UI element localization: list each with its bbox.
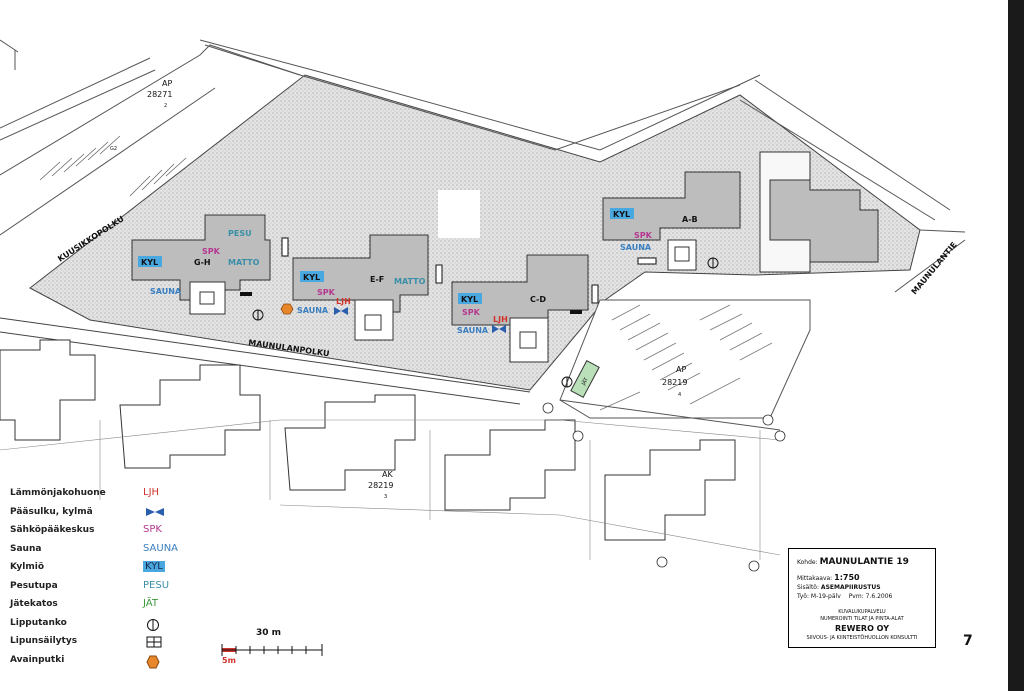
legend-row-flagstore: Lipunsäilytys: [10, 636, 210, 655]
plot-g2: G2: [110, 146, 117, 152]
legend-row-jat: Jätekatos JÄT: [10, 598, 158, 609]
ef-name: E-F: [370, 275, 384, 284]
ab-name: A-B: [682, 215, 698, 224]
valve-icon: [334, 307, 341, 315]
ab-kyl: KYL: [613, 210, 630, 219]
ef-matto: MATTO: [394, 277, 426, 286]
cd-kyl: KYL: [461, 295, 478, 304]
waste-shelter: [570, 360, 600, 398]
north-roads: [0, 39, 966, 293]
south-boundaries: [0, 419, 781, 560]
east-parking-stripes: [599, 304, 773, 411]
legend-row-pesu: Pesutupa PESU: [10, 579, 170, 591]
legend-row-flagpole: Lipputanko: [10, 618, 210, 637]
valve-icon: [146, 507, 164, 520]
page-number: 7: [963, 633, 973, 649]
gh-sauna: SAUNA: [150, 287, 182, 296]
plot-ak-south-number: 28219: [368, 481, 393, 490]
building-east: [759, 151, 879, 273]
keytube-icon: [146, 655, 160, 672]
scale-ticks: [221, 644, 323, 656]
plot-ap-east-sub: 4: [678, 392, 681, 398]
plot-ap-east-zone: AP: [676, 365, 686, 374]
plot-ap-north-zone: AP: [162, 79, 172, 88]
east-parking-lot: [559, 299, 811, 419]
map-scale: 1:750: [834, 573, 860, 582]
scale-red-label: 5m: [222, 656, 236, 665]
survey-markers: [542, 402, 786, 572]
plot-ak-south-zone: AK: [382, 470, 393, 479]
gh-matto: MATTO: [228, 258, 260, 267]
ef-ljh: LJH: [336, 297, 351, 306]
maunulanpolku-path: [0, 317, 531, 405]
jat-label: JÄT: [580, 376, 591, 388]
gh-spk: SPK: [202, 247, 221, 256]
legend-row-spk: Sähköpääkeskus SPK: [10, 524, 162, 535]
building-cd: [451, 254, 589, 363]
cd-name: C-D: [530, 295, 546, 304]
plot-ap-east-number: 28219: [662, 378, 687, 387]
gh-name: G-H: [194, 258, 211, 267]
gh-pesu: PESU: [228, 229, 252, 238]
ab-sauna: SAUNA: [620, 243, 652, 252]
legend-row-kyl: Kylmiö KYL: [10, 561, 165, 572]
ef-kyl: KYL: [303, 273, 320, 282]
cd-ljh: LJH: [493, 315, 508, 324]
page-frame-edge: [1008, 0, 1024, 691]
building-ef: [292, 234, 429, 341]
north-parking: [39, 135, 187, 197]
building-ab: [602, 171, 741, 271]
legend: Lämmönjakohuone LJH Pääsulku, kylmä Sähk…: [10, 487, 210, 674]
ef-sauna: SAUNA: [297, 306, 329, 315]
scale-label: 30 m: [256, 628, 282, 638]
open-square: [438, 190, 480, 238]
valve-icon: [492, 325, 499, 333]
ef-spk: SPK: [317, 288, 336, 297]
building-gh: [131, 214, 271, 315]
gh-kyl: KYL: [141, 258, 158, 267]
legend-row-keytube: Avainputki: [10, 655, 210, 674]
flagstore-icon: [146, 636, 162, 651]
keytube-icon: [280, 303, 294, 315]
flagpole-icon: [252, 257, 719, 388]
flagstore-icon: [281, 237, 657, 304]
south-houses: [0, 339, 736, 541]
cd-sauna: SAUNA: [457, 326, 489, 335]
title-block: Kohde: MAUNULANTIE 19 Mittakaava: 1:750 …: [788, 548, 936, 648]
legend-row-valve: Pääsulku, kylmä: [10, 507, 210, 526]
plot-ap-north-number: 28271: [147, 90, 172, 99]
legend-row-sauna: Sauna SAUNA: [10, 542, 179, 554]
legend-row-ljh: Lämmönjakohuone LJH: [10, 487, 160, 498]
cd-spk: SPK: [462, 308, 481, 317]
flagpole-icon: [146, 618, 160, 635]
ab-spk: SPK: [634, 231, 653, 240]
scale-bar: 30 m 5m: [220, 628, 330, 668]
parking-edge: [559, 399, 781, 431]
company-name: REWERO OY: [835, 624, 889, 633]
plot-ak-south-sub: 3: [384, 494, 387, 500]
street-maunulantie: MAUNULANTIE: [910, 240, 959, 296]
plot-ap-north-sub: 2: [164, 103, 167, 109]
project-name: MAUNULANTIE 19: [819, 557, 909, 567]
